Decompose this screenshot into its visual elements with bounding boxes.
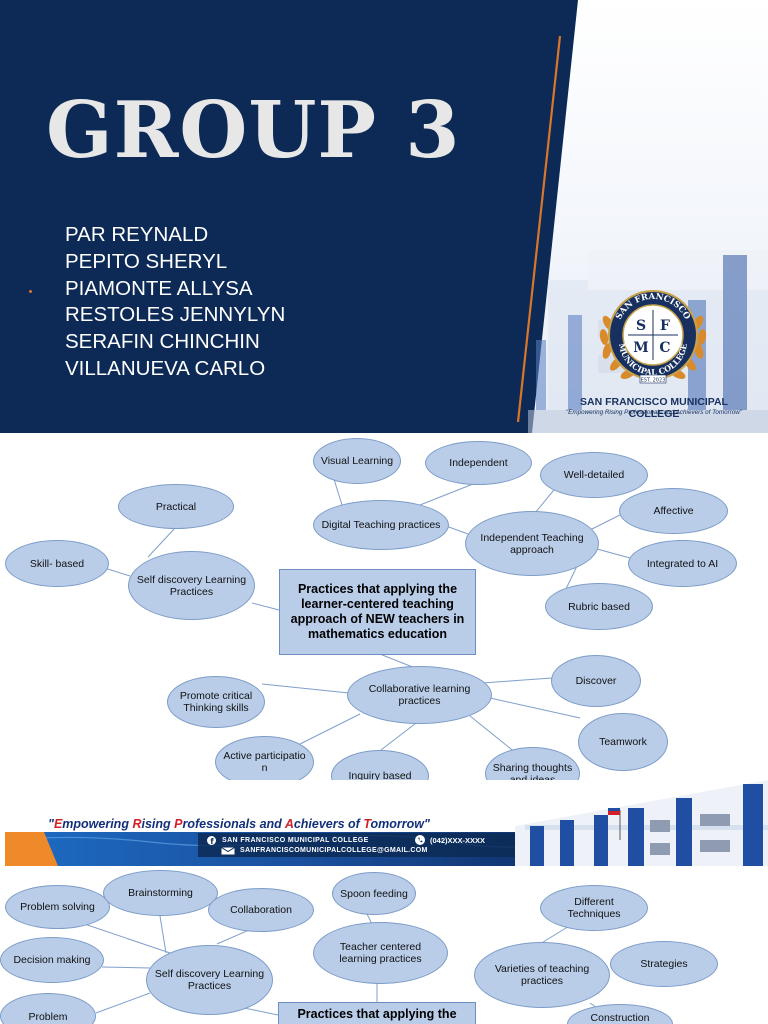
seal-letter: S <box>636 318 646 334</box>
slogan-initial: T <box>363 817 371 831</box>
college-name: SAN FRANCISCO MUNICIPAL COLLEGE <box>580 396 728 420</box>
slogan-initial: A <box>284 817 294 831</box>
node-decision-making: Decision making <box>0 937 104 983</box>
node-varieties: Varieties of teaching practices <box>474 942 610 1008</box>
facebook-icon: f <box>207 836 216 845</box>
member-name: RESTOLES JENNYLYN <box>65 303 286 327</box>
node-teacher-centered: Teacher centered learning practices <box>313 922 448 984</box>
college-tagline: "Empowering Rising Professionals and Ach… <box>565 409 743 416</box>
member-name: SERAFIN CHINCHIN <box>65 330 260 354</box>
mindmap-slide: Problem solving Brainstorming Collaborat… <box>0 865 768 1024</box>
slogan-text: ising <box>141 817 175 831</box>
seal-letter: F <box>660 318 670 334</box>
seal-letter: M <box>633 340 649 356</box>
slogan-text: chievers of <box>293 817 364 831</box>
node-practical: Practical <box>118 484 234 529</box>
node-independent: Independent <box>425 441 532 485</box>
node-well-detailed: Well-detailed <box>540 452 648 498</box>
node-digital-teaching: Digital Teaching practices <box>313 500 449 550</box>
node-collaborative: Collaborative learning practices <box>347 666 492 724</box>
member-name: PAR REYNALD <box>65 223 209 246</box>
node-brainstorming: Brainstorming <box>103 870 218 916</box>
email-icon <box>221 847 235 855</box>
college-seal-logo: SAN FRANCISCO MUNICIPAL COLLEGE S F M C … <box>599 290 707 384</box>
member-name: VILLANUEVA CARLO <box>65 356 266 380</box>
node-discover: Discover <box>551 655 641 707</box>
group-title: GROUP 3 <box>46 85 461 176</box>
svg-text:f: f <box>210 837 214 845</box>
slogan-text: rofessionals and <box>182 817 285 831</box>
slogan-text: omorrow" <box>370 817 430 831</box>
mindmap-center: Practices that applying the learner-cent… <box>279 569 476 655</box>
bullet-dot <box>29 290 32 293</box>
node-problem-solving: Problem solving <box>5 885 110 929</box>
seal-est: EST. 2023 <box>641 378 666 384</box>
banner-graphic <box>0 780 768 866</box>
node-affective: Affective <box>619 488 728 534</box>
node-rubric-based: Rubric based <box>545 583 653 630</box>
member-name: PEPITO SHERYL <box>65 249 228 273</box>
node-visual-learning: Visual Learning <box>313 438 401 484</box>
member-list: PAR REYNALD PEPITO SHERYL PIAMONTE ALLYS… <box>65 222 285 383</box>
seal-letter: C <box>659 340 670 356</box>
node-spoon-feeding: Spoon feeding <box>332 872 416 915</box>
node-teamwork: Teamwork <box>578 713 668 771</box>
node-different-techniques: Different Techniques <box>540 885 648 931</box>
slide-background <box>0 0 768 433</box>
mindmap-slide: Visual Learning Independent Well-detaile… <box>0 433 768 865</box>
node-self-discovery: Self discovery Learning Practices <box>146 945 273 1015</box>
node-self-discovery: Self discovery Learning Practices <box>128 551 255 620</box>
node-active-participation: Active participatio n <box>215 736 314 788</box>
banner-phone: (042)XXX-XXXX <box>430 836 486 845</box>
banner-email: SANFRANCISCOMUNICIPALCOLLEGE@GMAIL.COM <box>240 847 428 854</box>
title-slide: GROUP 3 PAR REYNALD PEPITO SHERYL PIAMON… <box>0 0 768 433</box>
slogan-initial: R <box>132 817 142 831</box>
mindmap-center: Practices that applying the <box>278 1002 476 1024</box>
node-construction: Construction <box>567 1004 673 1024</box>
phone-icon <box>415 835 425 845</box>
node-independent-teaching: Independent Teaching approach <box>465 511 599 576</box>
node-strategies: Strategies <box>610 941 718 987</box>
slogan-text: " <box>48 817 54 831</box>
slogan-text: mpowering <box>62 817 133 831</box>
banner-slogan: "Empowering Rising Professionals and Ach… <box>48 817 430 831</box>
slogan-initial: P <box>174 817 183 831</box>
building-photo <box>528 250 768 433</box>
node-integrated-ai: Integrated to AI <box>628 540 737 587</box>
node-promote-critical: Promote critical Thinking skills <box>167 676 265 728</box>
member-name: PIAMONTE ALLYSA <box>65 276 253 300</box>
node-skill-based: Skill- based <box>5 540 109 587</box>
college-banner <box>0 780 768 866</box>
slogan-initial: E <box>53 817 63 831</box>
node-collaboration: Collaboration <box>208 888 314 932</box>
banner-college-name: SAN FRANCISCO MUNICIPAL COLLEGE <box>222 837 369 844</box>
